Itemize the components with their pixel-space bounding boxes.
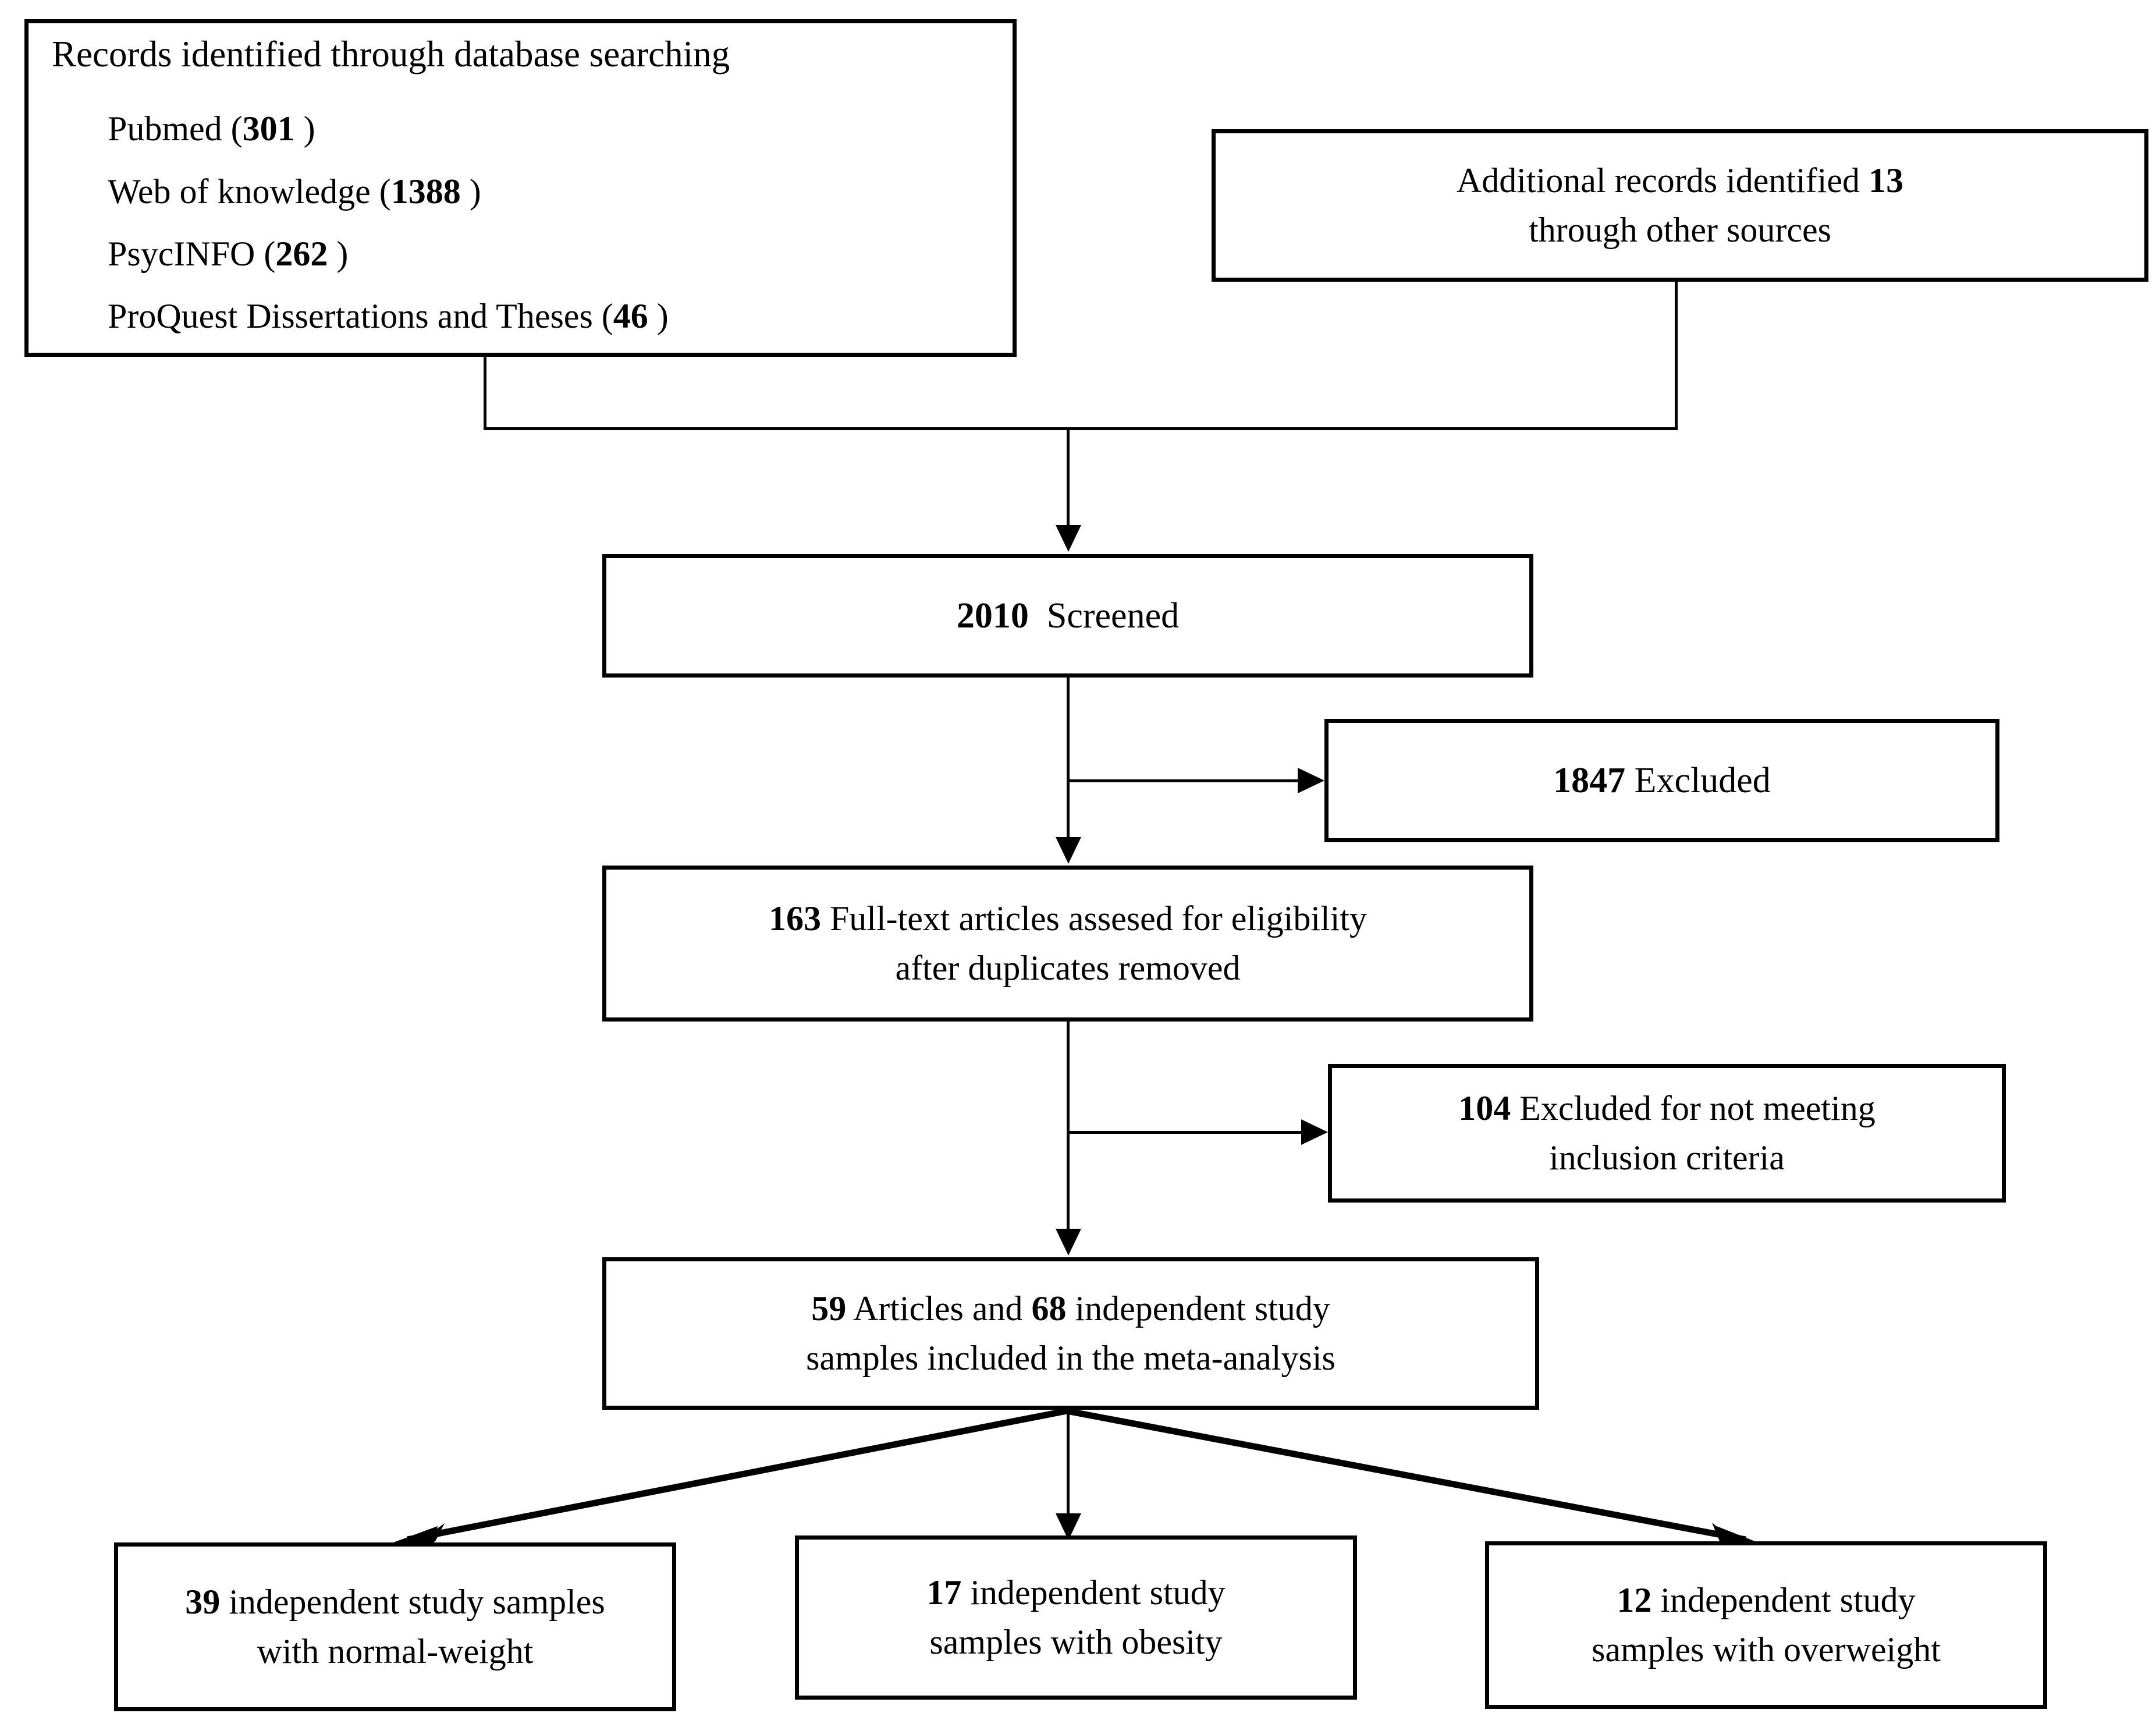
additional-records-count: 13 (1869, 161, 1904, 200)
paren-open: ( (264, 234, 276, 273)
box-additional-records: Additional records identified 13 through… (1212, 129, 2148, 282)
normal-weight-line-1-tail: independent study samples (229, 1582, 605, 1621)
excluded-screening-line: 1847 Excluded (1329, 755, 1995, 806)
connector-fulltext-to-included (1067, 1022, 1070, 1231)
included-samples-count: 68 (1031, 1289, 1067, 1328)
normal-weight-line-1: 39 independent study samples (118, 1577, 672, 1627)
obesity-line-1-tail: independent study (970, 1573, 1226, 1612)
included-articles-count: 59 (811, 1289, 847, 1328)
source-count: 46 (613, 296, 648, 335)
connector-merge-to-screened (1067, 430, 1070, 527)
arrowhead-merge-to-screened (1056, 525, 1081, 552)
included-line-1-tail: independent study (1075, 1289, 1330, 1328)
source-count: 301 (242, 109, 295, 148)
source-name: ProQuest Dissertations and Theses (108, 296, 593, 335)
included-line-2: samples included in the meta-analysis (806, 1339, 1335, 1377)
overweight-line-1: 12 independent study (1489, 1576, 2043, 1625)
paren-close: ) (303, 109, 315, 148)
screened-label: Screened (1046, 595, 1180, 636)
source-name: Pubmed (108, 109, 222, 148)
arrowhead-fulltext-to-included (1056, 1229, 1081, 1256)
connector-additional-to-merge (1675, 282, 1678, 430)
connector-screened-to-excluded (1067, 779, 1299, 782)
connector-screened-to-fulltext (1067, 678, 1070, 839)
screened-line: 2010 Screened (606, 590, 1529, 641)
additional-records-line-2: through other sources (1529, 211, 1831, 249)
excluded-eligibility-line-2: inclusion criteria (1549, 1139, 1785, 1177)
box-subgroup-obesity: 17 independent study samples with obesit… (795, 1535, 1357, 1700)
overweight-count: 12 (1617, 1580, 1652, 1619)
additional-records-prefix: Additional records identified (1456, 161, 1869, 200)
paren-close: ) (469, 172, 481, 211)
overweight-line-2: samples with overweight (1592, 1630, 1941, 1669)
full-text-line-2: after duplicates removed (895, 949, 1241, 987)
database-source-web-of-knowledge: Web of knowledge (1388 ) (108, 167, 989, 217)
paren-close: ) (656, 296, 669, 335)
included-line-1: 59 Articles and 68 independent study (606, 1284, 1535, 1334)
database-source-psycinfo: PsycINFO (262 ) (108, 229, 989, 279)
source-count: 1388 (390, 172, 461, 211)
box-full-text-articles: 163 Full-text articles assesed for eligi… (602, 866, 1533, 1022)
database-source-proquest: ProQuest Dissertations and Theses (46 ) (108, 292, 989, 341)
included-articles-label: Articles and (853, 1289, 1032, 1328)
paren-open: ( (230, 109, 243, 148)
connector-merge-bar (484, 427, 1678, 430)
full-text-count: 163 (768, 899, 821, 938)
connector-fulltext-to-excluded-104 (1067, 1131, 1302, 1134)
box-included-meta-analysis: 59 Articles and 68 independent study sam… (602, 1257, 1539, 1410)
box-excluded-eligibility: 104 Excluded for not meeting inclusion c… (1328, 1064, 2006, 1203)
overweight-line-1-tail: independent study (1660, 1580, 1916, 1619)
database-source-pubmed: Pubmed (301 ) (108, 104, 989, 154)
source-name: PsycINFO (108, 234, 255, 273)
database-box-title: Records identified through database sear… (52, 33, 730, 75)
connector-included-to-obesity (1067, 1410, 1070, 1517)
screened-count: 2010 (956, 595, 1029, 636)
arrowhead-screened-to-excluded (1298, 768, 1324, 793)
excluded-eligibility-line-1-text: Excluded for not meeting (1519, 1088, 1876, 1127)
paren-close: ) (336, 234, 349, 273)
normal-weight-count: 39 (185, 1582, 221, 1621)
connector-database-to-merge (484, 357, 486, 430)
paren-open: ( (379, 172, 391, 211)
full-text-line-1: 163 Full-text articles assesed for eligi… (606, 894, 1529, 944)
obesity-line-1: 17 independent study (799, 1568, 1353, 1618)
box-screened: 2010 Screened (602, 554, 1533, 678)
box-subgroup-overweight: 12 independent study samples with overwe… (1485, 1541, 2047, 1709)
source-count: 262 (275, 234, 328, 273)
excluded-screening-label: Excluded (1634, 760, 1771, 800)
full-text-line-1-text: Full-text articles assesed for eligibili… (829, 899, 1368, 938)
obesity-count: 17 (926, 1573, 962, 1612)
excluded-screening-count: 1847 (1553, 760, 1626, 800)
arrowhead-fulltext-to-excluded-104 (1301, 1119, 1328, 1145)
obesity-line-2: samples with obesity (929, 1623, 1223, 1661)
box-subgroup-normal-weight: 39 independent study samples with normal… (114, 1542, 676, 1711)
box-excluded-screening: 1847 Excluded (1324, 719, 1999, 842)
source-name: Web of knowledge (108, 172, 371, 211)
box-records-identified-database-searching: Records identified through database sear… (24, 19, 1017, 357)
normal-weight-line-2: with normal-weight (257, 1632, 534, 1671)
additional-records-line-1: Additional records identified 13 (1216, 156, 2144, 205)
paren-open: ( (601, 296, 613, 335)
excluded-eligibility-count: 104 (1458, 1088, 1511, 1127)
arrowhead-screened-to-fulltext (1056, 837, 1081, 864)
excluded-eligibility-line-1: 104 Excluded for not meeting (1332, 1084, 2002, 1133)
